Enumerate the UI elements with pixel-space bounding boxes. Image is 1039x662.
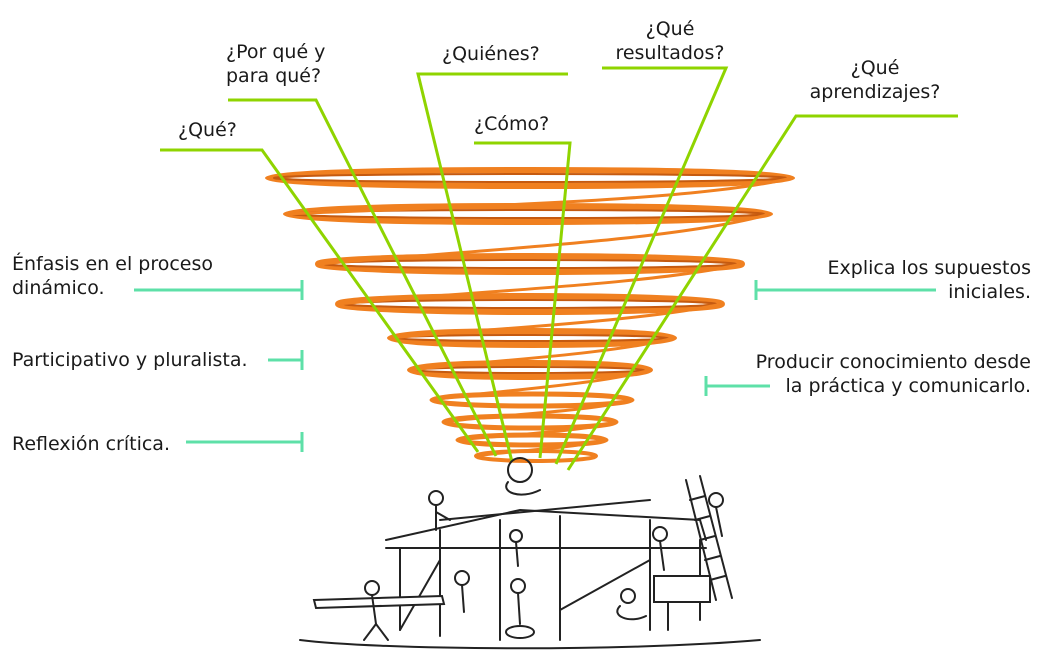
worker-figure xyxy=(428,490,451,531)
worker-figure xyxy=(509,529,523,567)
spiral-strand xyxy=(388,302,724,340)
spiral-ring xyxy=(323,259,737,269)
leader-quienes xyxy=(416,72,568,463)
worker-figure xyxy=(363,580,389,641)
question-que: ¿Qué? xyxy=(178,119,237,141)
question-resultados-line-1: ¿Qué xyxy=(645,18,695,40)
ground-line xyxy=(299,639,761,650)
label-reflexion: Reflexión crítica. xyxy=(12,433,170,455)
worker-figure xyxy=(616,588,647,621)
sign-board xyxy=(653,575,711,603)
label-producir-line-2: la práctica y comunicarlo. xyxy=(785,375,1031,397)
roof-beam xyxy=(385,508,707,541)
question-como: ¿Cómo? xyxy=(474,113,550,135)
spiral-strand xyxy=(442,398,634,424)
worker-figure xyxy=(505,457,541,496)
spiral-strand xyxy=(456,420,618,442)
label-producir: Producir conocimiento desde la práctica … xyxy=(711,350,1031,398)
question-por-que: ¿Por qué y para qué? xyxy=(226,40,325,88)
spiral-strand xyxy=(408,336,676,372)
question-leaders xyxy=(160,66,958,471)
spiral-funnel xyxy=(265,167,795,463)
ladder-rung xyxy=(699,535,716,541)
worker-figure xyxy=(708,492,724,537)
label-explica-line-1: Explica los supuestos xyxy=(827,257,1031,279)
spiral-ring xyxy=(343,299,717,309)
worker-figure xyxy=(454,570,470,613)
label-enfasis-line-1: Énfasis en el proceso xyxy=(12,253,214,275)
brace xyxy=(559,559,651,611)
spiral-strand xyxy=(474,438,608,458)
question-por-que-line-2: para qué? xyxy=(226,65,322,87)
leader-por-que xyxy=(228,98,498,457)
spiral-ring xyxy=(273,173,787,183)
label-explica: Explica los supuestos iniciales. xyxy=(791,256,1031,304)
brace xyxy=(399,559,441,631)
ladder-rung xyxy=(689,495,706,501)
construction-site-sketch xyxy=(299,457,761,650)
roof-plank xyxy=(439,499,651,521)
spiral-ring xyxy=(283,203,773,225)
ladder-rung xyxy=(694,515,711,521)
label-producir-line-1: Producir conocimiento desde xyxy=(755,351,1031,373)
plank xyxy=(312,594,446,610)
label-participativo: Participativo y pluralista. xyxy=(12,349,248,371)
leader-resultados xyxy=(554,66,729,465)
question-aprendizajes: ¿Qué aprendizajes? xyxy=(800,56,950,104)
side-connectors xyxy=(134,280,936,452)
leader-que xyxy=(160,148,480,453)
ladder-rung xyxy=(709,575,726,581)
spiral-ring xyxy=(265,167,795,189)
question-aprendizajes-line-2: aprendizajes? xyxy=(809,81,941,103)
worker-figure xyxy=(652,526,668,571)
question-quienes: ¿Quiénes? xyxy=(442,43,540,65)
label-explica-line-2: iniciales. xyxy=(948,281,1031,303)
label-enfasis: Énfasis en el proceso dinámico. xyxy=(12,252,213,300)
leader-como xyxy=(474,141,572,459)
worker-figure xyxy=(505,578,535,639)
question-resultados-line-2: resultados? xyxy=(615,42,725,64)
ladder-rung xyxy=(704,555,721,561)
question-resultados: ¿Qué resultados? xyxy=(610,17,730,65)
spiral-strand xyxy=(336,262,744,306)
leader-aprendizajes xyxy=(566,114,958,471)
question-aprendizajes-line-1: ¿Qué xyxy=(850,57,900,79)
question-por-que-line-1: ¿Por qué y xyxy=(226,41,326,63)
label-enfasis-line-2: dinámico. xyxy=(12,277,105,299)
